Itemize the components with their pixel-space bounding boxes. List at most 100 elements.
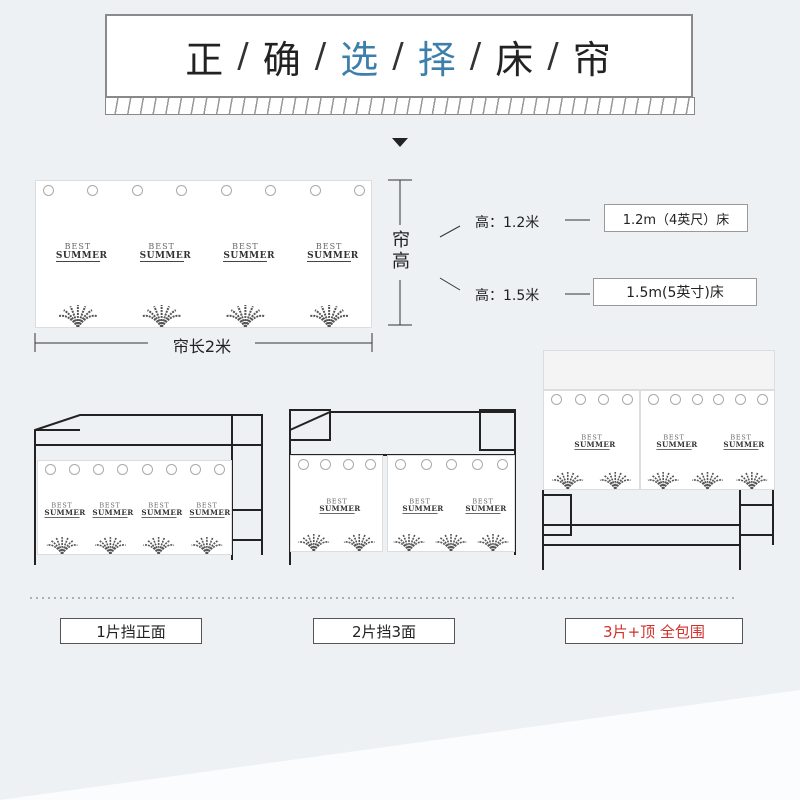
option-label-2: 2片挡3面 (313, 618, 455, 644)
grommet-icon (713, 394, 725, 406)
title-char: 帘 (572, 37, 613, 82)
title-char: 正 (185, 37, 226, 82)
title-char: 床 (495, 37, 536, 82)
grommet-icon (446, 459, 457, 471)
logo-summer: SUMMER (318, 505, 361, 514)
leaf-pattern (393, 533, 509, 551)
logo-summer: SUMMER (464, 505, 507, 514)
grommet-icon (691, 394, 703, 406)
logo-summer: SUMMER (44, 509, 86, 519)
logo-summer: SUMMER (189, 509, 231, 519)
grommet-icon (43, 185, 54, 196)
grommet-icon (214, 464, 225, 476)
grommet-icon (320, 459, 332, 471)
leaf-pattern (58, 305, 349, 327)
grommet-icon (141, 464, 153, 476)
logo-summer: SUMMER (573, 441, 616, 451)
logo-best: BEST (196, 502, 218, 510)
logo-best: BEST (64, 242, 92, 252)
curtain-top (543, 350, 775, 390)
grommet-icon (365, 459, 376, 471)
grommet-icon (131, 185, 143, 196)
grommet-icon (298, 459, 309, 471)
grommet-icon (93, 464, 105, 476)
logo-best: BEST (232, 242, 259, 252)
bed-size-box-2: 1.5m(5英寸)床 (593, 278, 757, 306)
grommet-icon (735, 394, 747, 406)
grommet-icon (220, 185, 232, 196)
logo-best: BEST (99, 502, 121, 510)
logo-best: BEST (408, 497, 431, 506)
curtain-height-label: 帘高 (392, 230, 410, 272)
logo-best: BEST (51, 502, 73, 510)
logo-summer: SUMMER (92, 509, 135, 519)
logo-best: BEST (580, 434, 603, 442)
logo-summer: SUMMER (55, 251, 108, 263)
grommet-icon (189, 464, 201, 476)
logo-summer: SUMMER (141, 509, 183, 519)
logo-summer: SUMMER (139, 251, 192, 263)
grommet-icon (471, 459, 483, 471)
logo-summer: SUMMER (223, 251, 275, 263)
grommet-icon (757, 394, 768, 406)
logo-best: BEST (148, 502, 170, 510)
leaf-pattern (552, 471, 631, 489)
logo-best: BEST (730, 434, 752, 442)
logo-summer: SUMMER (723, 441, 765, 451)
logo-best: BEST (148, 242, 175, 252)
height-option-1: 高：1.2米 (475, 215, 540, 231)
logo-best: BEST (315, 242, 343, 252)
grommet-icon (117, 464, 129, 476)
option-label-3: 3片+顶 全包围 (565, 618, 743, 644)
grommet-icon (551, 394, 562, 406)
logo-summer: SUMMER (307, 251, 359, 263)
grommet-icon (648, 394, 659, 406)
grommet-icon (309, 185, 321, 196)
bed-size-box-1: 1.2m（4英尺）床 (604, 204, 748, 232)
leaf-pattern (46, 536, 223, 554)
height-option-2: 高：1.5米 (475, 288, 540, 304)
grommet-icon (395, 459, 406, 471)
logo-best: BEST (471, 497, 494, 506)
title-separator: / (469, 36, 484, 76)
logo-best: BEST (663, 434, 685, 442)
grommet-icon (497, 459, 508, 471)
leaf-pattern (647, 471, 768, 489)
banner-base (105, 97, 695, 115)
logo-best: BEST (325, 497, 348, 506)
leaf-pattern (298, 533, 375, 551)
option-label-1: 1片挡正面 (60, 618, 202, 644)
curtain-length-label: 帘长2米 (150, 333, 254, 357)
title-separator: / (237, 36, 251, 76)
logo-summer: SUMMER (656, 441, 698, 451)
logo-summer: SUMMER (401, 505, 444, 514)
grommet-icon (420, 459, 432, 471)
grommet-icon (342, 459, 354, 471)
grommet-icon (265, 185, 277, 196)
grommet-icon (669, 394, 681, 406)
grommet-icon (45, 464, 56, 476)
title-separator: / (392, 36, 406, 76)
grommet-icon (574, 394, 586, 406)
title-separator: / (547, 36, 561, 76)
